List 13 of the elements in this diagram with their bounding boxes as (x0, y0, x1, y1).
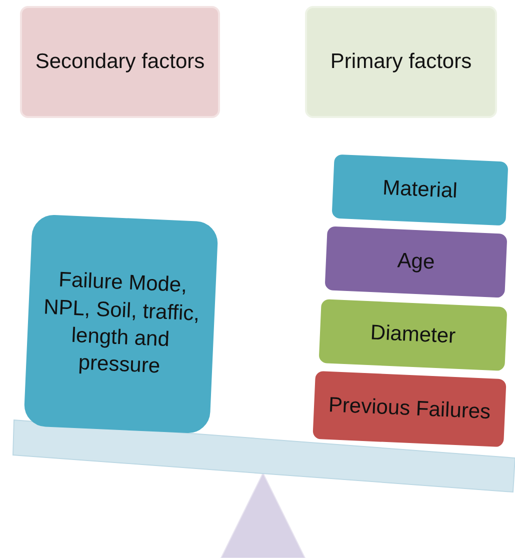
weight-block (332, 154, 508, 226)
node-label: Material (381, 176, 459, 205)
node-label: Primary factors (329, 49, 473, 76)
node-label: Age (396, 248, 436, 276)
weight-block (324, 226, 508, 298)
node-label: Diameter (368, 320, 458, 350)
node-label: Secondary factors (34, 49, 206, 76)
node-label: Previous Failures (326, 392, 492, 426)
node-label: Failure Mode, NPL, Soil, traffic, length and pressure (42, 268, 202, 380)
factor-box (305, 6, 497, 118)
factor-box (20, 6, 220, 118)
weight-block (312, 370, 506, 448)
weight-block (318, 298, 508, 372)
